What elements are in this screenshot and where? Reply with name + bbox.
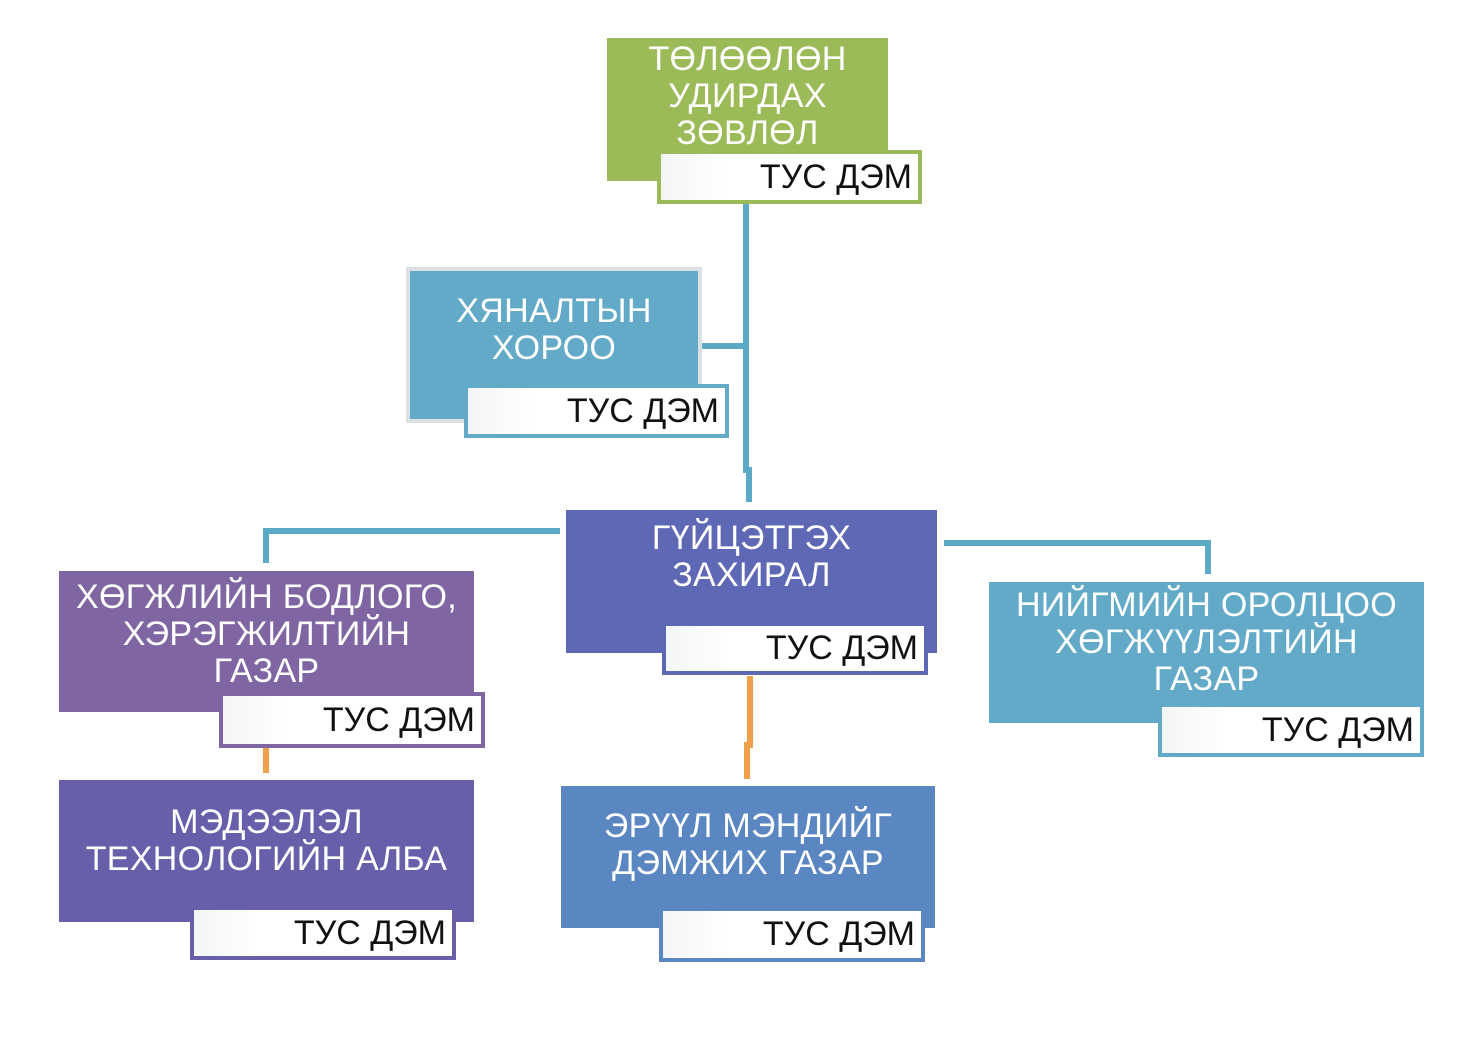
- policy-department-title: ХӨГЖЛИЙН БОДЛОГО, ХЭРЭГЖИЛТИЙН ГАЗАР: [75, 578, 458, 690]
- social-department-box[interactable]: НИЙГМИЙН ОРОЛЦОО ХӨГЖҮҮЛЭЛТИЙН ГАЗАР: [989, 582, 1424, 723]
- audit-committee-box[interactable]: ХЯНАЛТЫН ХОРОО: [410, 271, 698, 419]
- health-department-title: ЭРҮҮЛ МЭНДИЙГ ДЭМЖИХ ГАЗАР: [603, 806, 893, 882]
- audit-committee-title: ХЯНАЛТЫН ХОРОО: [456, 292, 652, 367]
- policy-department-tag[interactable]: ТУС ДЭМ: [219, 692, 485, 748]
- social-department-title: НИЙГМИЙН ОРОЛЦОО ХӨГЖҮҮЛЭЛТИЙН ГАЗАР: [1015, 586, 1398, 698]
- it-unit-tag[interactable]: ТУС ДЭМ: [190, 906, 456, 960]
- social-department-tag[interactable]: ТУС ДЭМ: [1158, 703, 1424, 757]
- executive-to-health-line: [744, 676, 753, 779]
- board-of-directors-title: ТӨЛӨӨЛӨН УДИРДАХ ЗӨВЛӨЛ: [648, 40, 847, 152]
- executive-director-title: ГҮЙЦЭТГЭХ ЗАХИРАЛ: [651, 518, 852, 594]
- board-to-executive-line: [743, 204, 752, 502]
- it-unit-box[interactable]: МЭДЭЭЛЭЛ ТЕХНОЛОГИЙН АЛБА: [59, 780, 474, 922]
- board-of-directors-tag[interactable]: ТУС ДЭМ: [657, 150, 922, 204]
- executive-director-tag[interactable]: ТУС ДЭМ: [662, 622, 928, 675]
- audit-committee-tag[interactable]: ТУС ДЭМ: [464, 384, 729, 438]
- executive-to-policy-line: [263, 528, 560, 563]
- health-department-tag[interactable]: ТУС ДЭМ: [659, 907, 925, 962]
- executive-to-social-line: [944, 540, 1211, 574]
- it-unit-title: МЭДЭЭЛЭЛ ТЕХНОЛОГИЙН АЛБА: [85, 803, 448, 878]
- policy-department-box[interactable]: ХӨГЖЛИЙН БОДЛОГО, ХЭРЭГЖИЛТИЙН ГАЗАР: [59, 571, 474, 712]
- health-department-box[interactable]: ЭРҮҮЛ МЭНДИЙГ ДЭМЖИХ ГАЗАР: [561, 786, 935, 928]
